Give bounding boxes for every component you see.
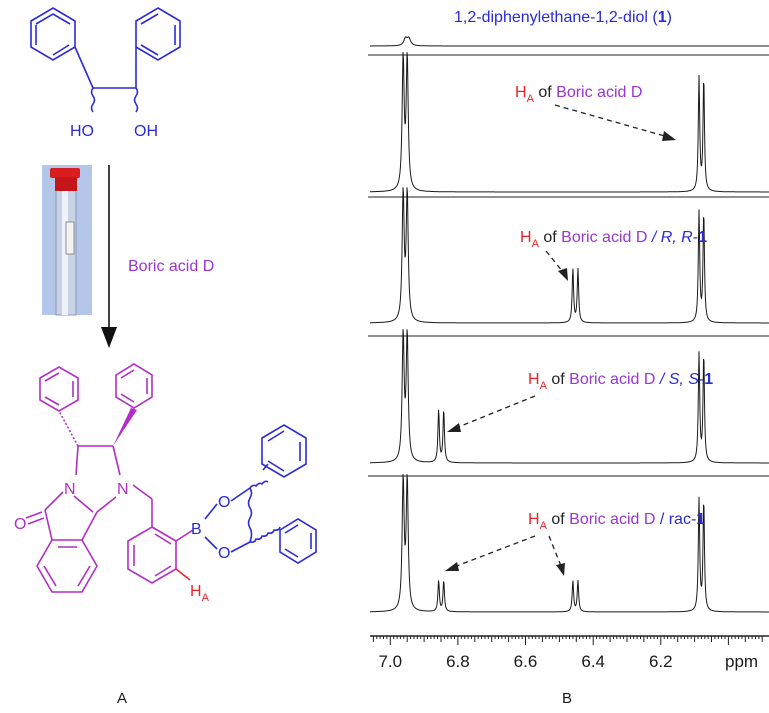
diol-ho-label: HO xyxy=(70,123,94,140)
annotation-3-dash: - xyxy=(699,371,704,388)
nmr-trace-4 xyxy=(370,329,769,464)
boronate-o2-label: O xyxy=(218,545,230,562)
annotation-2-of: of xyxy=(539,229,561,246)
n2-label: N xyxy=(117,481,129,498)
annotation-1-text: HA of Boric acid D xyxy=(515,84,642,105)
nmr-trace-2 xyxy=(370,51,769,193)
ppm-axis: 7.0 6.8 6.6 6.4 6.2 xyxy=(370,635,769,671)
annotation-2-bold: 1 xyxy=(698,229,707,246)
annotation-1: HA of Boric acid D xyxy=(515,84,676,141)
product-phenyl-ring-1 xyxy=(39,366,79,412)
panel-label-b: B xyxy=(562,690,572,707)
diol-phenyl-ring-1 xyxy=(30,7,76,61)
annotation-2-sub: A xyxy=(532,238,540,250)
annotation-3-of: of xyxy=(547,371,569,388)
annotation-3-h: H xyxy=(528,371,540,388)
annotation-4-reagent: Boric acid D xyxy=(569,511,655,528)
annotation-3-sub: A xyxy=(540,380,548,392)
annotation-2: HA of Boric acid D / R, R-1 xyxy=(520,229,707,281)
axis-tick-label: 6.4 xyxy=(581,652,605,671)
product-skeleton xyxy=(25,363,194,593)
ha-subscript: A xyxy=(202,592,210,604)
spectra-traces xyxy=(370,36,769,613)
boron-label: B xyxy=(191,521,202,538)
boronate-ester xyxy=(204,424,317,564)
diol-phenyl-ring-2 xyxy=(135,7,181,61)
reaction-arrow xyxy=(101,165,117,348)
nmr-trace-1 xyxy=(370,36,769,47)
annotation-2-text: HA of Boric acid D / R, R-1 xyxy=(520,229,707,250)
reagent-label: Boric acid D xyxy=(128,258,214,275)
annotation-3: HA of Boric acid D / S, S-1 xyxy=(447,371,713,432)
axis-tick-label: 6.2 xyxy=(649,652,673,671)
title-compound-number: 1 xyxy=(658,9,667,26)
annotation-4-of: of xyxy=(547,511,569,528)
boronate-phenyl-ring-1 xyxy=(261,424,307,478)
boronate-phenyl-ring-2 xyxy=(279,518,317,564)
annotation-4-text: HA of Boric acid D / rac-1 xyxy=(528,511,705,532)
annotation-4-h: H xyxy=(528,511,540,528)
product-phenyl-ring-2 xyxy=(115,363,153,409)
axis-tick-label: 6.6 xyxy=(514,652,538,671)
panel-label-a: A xyxy=(117,690,127,707)
nmr-trace-5 xyxy=(370,474,769,613)
annotation-3-reagent: Boric acid D xyxy=(569,371,655,388)
annotation-4-sub: A xyxy=(540,520,548,532)
ha-bond xyxy=(175,568,191,581)
spectra-title: 1,2-diphenylethane-1,2-diol (1) xyxy=(454,9,672,26)
diol-oh-label: OH xyxy=(134,123,158,140)
annotation-2-dash: - xyxy=(693,229,698,246)
annotation-2-reagent: Boric acid D xyxy=(561,229,647,246)
nmr-trace-3 xyxy=(370,187,769,324)
axis-tick-label: 7.0 xyxy=(378,652,402,671)
trace-separators xyxy=(368,54,769,477)
ketone-o-label: O xyxy=(14,516,26,533)
annotation-3-bold: 1 xyxy=(704,371,713,388)
annotation-3-text: HA of Boric acid D / S, S-1 xyxy=(528,371,713,392)
title-pre: 1,2-diphenylethane-1,2-diol ( xyxy=(454,9,658,26)
diol-structure xyxy=(30,7,181,113)
annotation-4: HA of Boric acid D / rac-1 xyxy=(445,511,705,576)
isoindolinone-benzene-ring xyxy=(36,539,98,593)
n1-label: N xyxy=(64,481,76,498)
annotation-1-sub: A xyxy=(527,93,535,105)
annotation-4-rest: / rac- xyxy=(655,511,696,528)
nmr-tube-image xyxy=(42,165,92,316)
ha-h: H xyxy=(190,583,202,600)
annotation-1-of: of xyxy=(534,84,556,101)
axis-unit-label: ppm xyxy=(725,652,758,671)
ha-label: HA xyxy=(190,583,210,604)
annotation-2-stereo: / R, R xyxy=(647,229,693,246)
annotation-1-reagent: Boric acid D xyxy=(556,84,642,101)
annotation-3-stereo: / S, S xyxy=(655,371,699,388)
boronate-o1-label: O xyxy=(218,494,230,511)
title-post: ) xyxy=(667,9,672,26)
axis-tick-label: 6.8 xyxy=(446,652,470,671)
annotation-2-h: H xyxy=(520,229,532,246)
annotation-1-h: H xyxy=(515,84,527,101)
annotation-4-bold: 1 xyxy=(696,511,705,528)
